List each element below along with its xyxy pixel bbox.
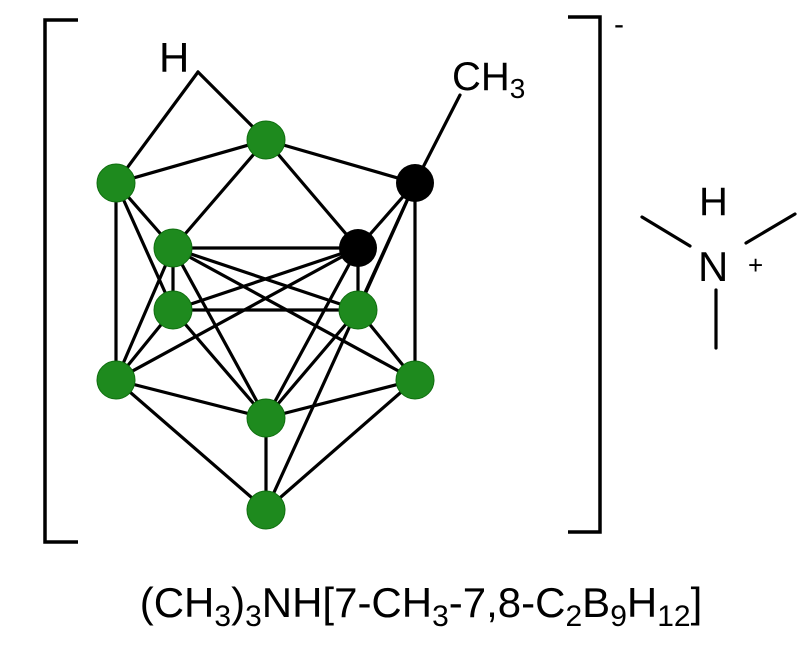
cage-bond [264, 138, 360, 250]
cage-bond [114, 378, 268, 512]
boron-atom [395, 360, 435, 400]
formula-subscript: 2 [565, 600, 582, 633]
formula-subscript: 3 [432, 600, 449, 633]
formula-subscript: 12 [657, 600, 690, 633]
left-bracket [43, 18, 78, 544]
cage-bond [171, 308, 268, 420]
cage-bond [114, 378, 268, 420]
formula-subscript: 9 [610, 600, 627, 633]
cage-bond [171, 246, 268, 420]
formula-text: B [582, 579, 610, 626]
cage-bond [114, 246, 175, 382]
trimethylammonium-cation: H N + [640, 180, 797, 350]
boron-atom [153, 228, 193, 268]
cage-bond [114, 138, 268, 185]
formula-text: NH[7-CH [262, 579, 432, 626]
cage-bond [264, 181, 417, 512]
formula-subscript: 3 [245, 600, 262, 633]
boron-atom [246, 490, 286, 530]
cage-bond [114, 246, 360, 382]
cation-charge: + [748, 250, 763, 280]
cage-bond [264, 138, 417, 185]
formula-text: (CH [140, 579, 215, 626]
boron-atom [153, 290, 193, 330]
cage-bond [264, 246, 360, 420]
boron-atom [96, 360, 136, 400]
cage-bonds [114, 70, 462, 512]
boron-atom [338, 290, 378, 330]
methyl-label: CH3 [452, 55, 525, 104]
carbon-atom [339, 229, 377, 267]
cage-bond [171, 246, 360, 312]
cage-atoms [96, 120, 435, 530]
boron-atom [246, 398, 286, 438]
cation-hydrogen-label: H [699, 180, 728, 224]
formula-text: H [627, 579, 657, 626]
formula-caption: (CH3)3NH[7-CH3-7,8-C2B9H12] [140, 579, 703, 633]
anion-charge: - [614, 8, 624, 41]
formula-text: -7,8-C [449, 579, 566, 626]
cage-bond [264, 378, 417, 420]
cation-nitrogen-label: N [698, 243, 728, 290]
boron-atom [246, 120, 286, 160]
formula-text: ] [691, 579, 703, 626]
cage-bond [114, 181, 175, 312]
bridging-hydrogen-label: H [159, 34, 189, 81]
methyl-ch: CH [452, 55, 510, 99]
methyl-subscript: 3 [510, 73, 526, 104]
cage-bond [171, 138, 268, 250]
cation-bond-right [744, 212, 797, 245]
boron-atom [96, 163, 136, 203]
cage-bond [171, 246, 417, 382]
formula-text: ) [231, 579, 245, 626]
right-bracket [568, 15, 602, 534]
cage-bond [264, 378, 417, 512]
cation-bond-left [640, 215, 692, 248]
formula-subscript: 3 [214, 600, 231, 633]
cage-bond [264, 308, 360, 420]
bridging-hydrogen-bond [114, 70, 200, 185]
carbon-atom [396, 164, 434, 202]
